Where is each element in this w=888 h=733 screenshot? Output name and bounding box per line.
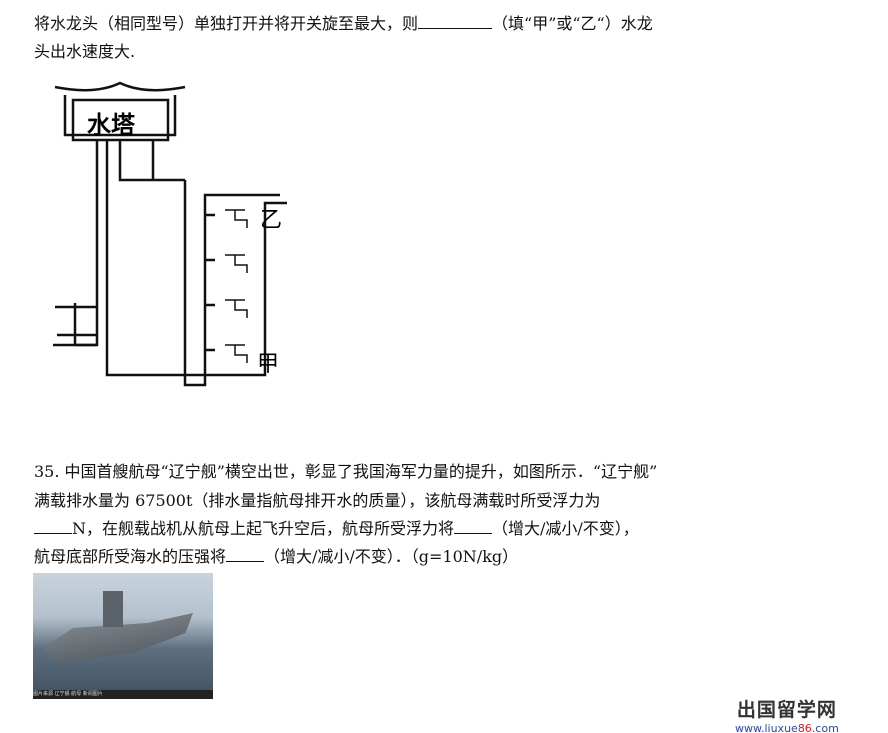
aircraft-carrier-photo: 图片来源 辽宁舰 航母 新闻图片 — [33, 573, 213, 699]
text: N，在舰载战机从航母上起飞升空后，航母所受浮力将 — [72, 519, 455, 538]
tap-label-yi: 乙 — [260, 208, 282, 233]
ship-island — [103, 591, 123, 627]
q35-line4: 航母底部所受海水的压强将 （增大/减小/不变）．（g=10N/kg） — [34, 543, 518, 567]
text: （增大/减小/不变）．（g=10N/kg） — [264, 547, 519, 566]
tower-label: 水塔 — [87, 111, 136, 139]
url-part: www.liuxue — [735, 722, 798, 733]
photo-caption: 图片来源 辽宁舰 航母 新闻图片 — [33, 690, 213, 699]
text: 将水龙头（相同型号）单独打开并将开关旋至最大，则 — [34, 14, 419, 33]
q34-line2: 头出水速度大. — [34, 42, 136, 61]
watermark-title: 出国留学网 — [736, 699, 837, 721]
answer-blank — [454, 519, 493, 534]
answer-blank — [34, 519, 72, 534]
url-part: 86 — [797, 722, 812, 733]
tap-label-jia: 甲 — [257, 352, 279, 377]
answer-blank — [226, 547, 265, 562]
answer-blank — [418, 14, 493, 29]
text: 航母底部所受海水的压强将 — [34, 547, 227, 566]
watermark-url: www.liuxue86.com — [735, 722, 839, 733]
text: （填“甲”或“乙“）水龙 — [492, 14, 653, 33]
text: （增大/减小/不变）， — [492, 519, 639, 538]
q35-line2: 满载排水量为 67500t（排水量指航母排开水的质量），该航母满载时所受浮力为 — [34, 491, 601, 510]
q35-line1: 35. 中国首艘航母“辽宁舰”横空出世，彰显了我国海军力量的提升，如图所示．“辽… — [34, 462, 658, 481]
water-tower-diagram: 水塔 乙 甲 — [53, 81, 287, 387]
q34-line1: 将水龙头（相同型号）单独打开并将开关旋至最大，则 （填“甲”或“乙“）水龙 — [34, 10, 653, 34]
watermark-logo: 出国留学网 www.liuxue86.com — [735, 695, 839, 733]
url-part: .com — [811, 722, 839, 733]
q35-line3: N，在舰载战机从航母上起飞升空后，航母所受浮力将 （增大/减小/不变）， — [34, 515, 639, 539]
